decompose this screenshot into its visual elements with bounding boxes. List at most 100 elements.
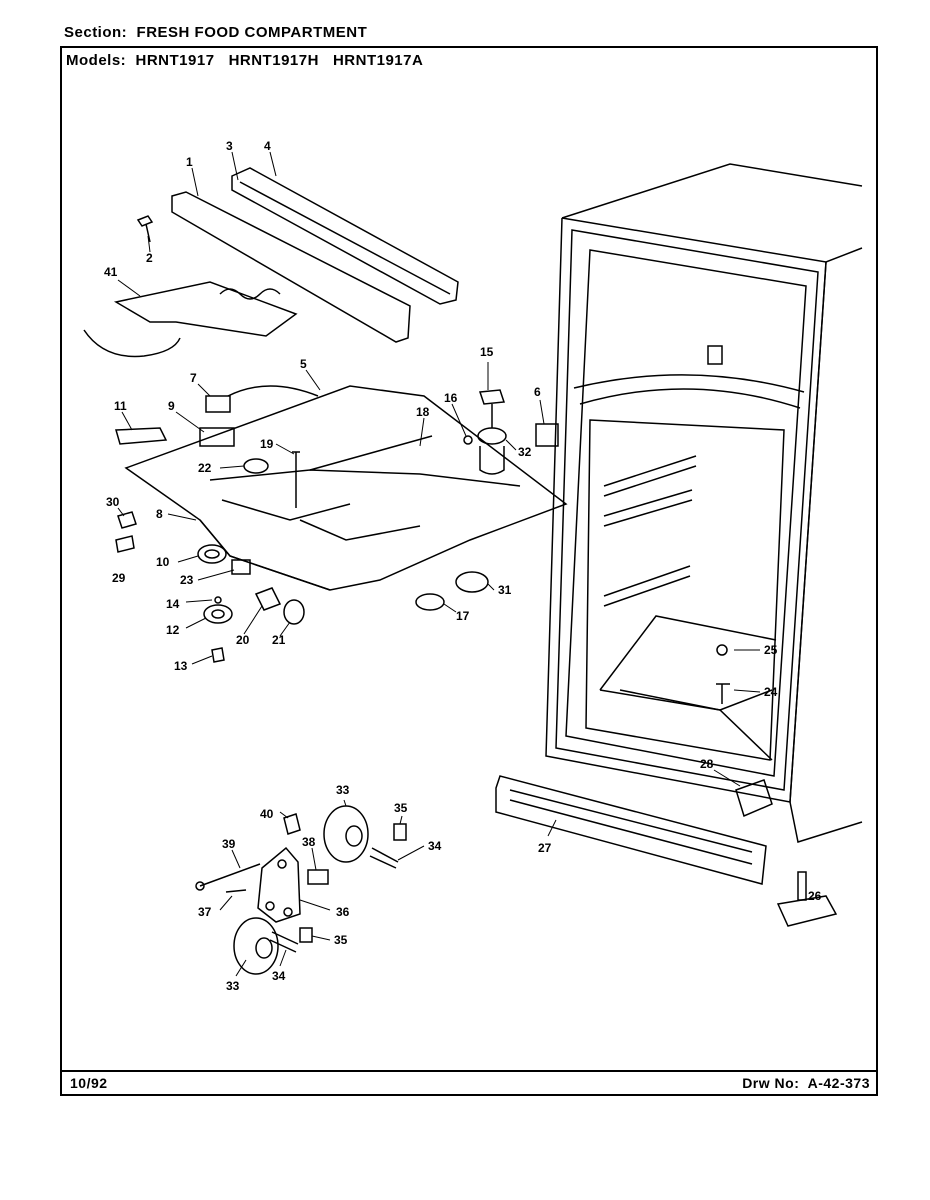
part-roller-33	[233, 917, 279, 975]
drawing-date: 10/92	[70, 1075, 108, 1091]
callout-label: 16	[444, 391, 458, 405]
callout-label: 15	[480, 345, 494, 359]
part-disc-31	[455, 571, 489, 593]
callout-label: 39	[222, 837, 236, 851]
section-title: Section: FRESH FOOD COMPARTMENT	[64, 24, 367, 41]
callout-label: 9	[168, 399, 175, 413]
part-rail-1	[171, 191, 411, 343]
section-value: FRESH FOOD COMPARTMENT	[136, 24, 368, 41]
callout-label: 21	[272, 633, 286, 647]
callout-label: 10	[156, 555, 170, 569]
part-socket-20	[254, 587, 282, 611]
part-screw-24	[716, 683, 730, 704]
callout-label: 7	[190, 371, 197, 385]
drawing-number: Drw No: A-42-373	[742, 1075, 870, 1091]
callout-label: 31	[498, 583, 512, 597]
part-clip-35	[393, 823, 407, 841]
drawing-frame	[60, 46, 878, 1096]
callout-label: 26	[808, 889, 822, 903]
callout-label: 41	[104, 265, 118, 279]
callout-label: 29	[112, 571, 126, 585]
callout-label: 34	[272, 969, 286, 983]
part-grommet-14	[214, 596, 222, 604]
callout-label: 35	[394, 801, 408, 815]
callout-label: 13	[174, 659, 188, 673]
part-axle-34	[369, 847, 399, 869]
drawing-number-label: Drw No:	[742, 1075, 800, 1091]
part-plate-11	[115, 427, 168, 445]
part-clip-29	[115, 535, 135, 553]
callout-label: 33	[226, 979, 240, 993]
callout-label: 2	[146, 251, 153, 265]
model-number: HRNT1917	[135, 52, 215, 69]
callout-label: 3	[226, 139, 233, 153]
callout-label: 20	[236, 633, 250, 647]
part-pin-37	[225, 889, 247, 893]
part-channel-3	[231, 167, 459, 305]
callout-label: 23	[180, 573, 194, 587]
callout-label: 12	[166, 623, 180, 637]
callout-label: 8	[156, 507, 163, 521]
part-clip-38	[307, 869, 329, 885]
part-knob-22	[243, 458, 269, 474]
callout-label: 1	[186, 155, 193, 169]
callout-label: 14	[166, 597, 180, 611]
part-knob-32	[477, 427, 507, 445]
callout-label: 27	[538, 841, 552, 855]
drawing-number-value: A-42-373	[807, 1075, 870, 1091]
callout-label: 4	[264, 139, 271, 153]
callout-label: 28	[700, 757, 714, 771]
callout-label: 5	[300, 357, 307, 371]
callout-label: 38	[302, 835, 316, 849]
part-screw-13	[211, 647, 225, 663]
callout-label: 37	[198, 905, 212, 919]
section-label: Section:	[64, 24, 128, 41]
models-label: Models:	[66, 52, 127, 69]
callout-label: 32	[518, 445, 532, 459]
part-heater-41	[113, 281, 298, 337]
model-number: HRNT1917A	[332, 52, 424, 69]
part-bulb-21	[283, 599, 305, 625]
callout-label: 24	[764, 685, 778, 699]
callout-label: 22	[198, 461, 212, 475]
callout-label: 19	[260, 437, 274, 451]
part-clip-25	[716, 644, 728, 656]
part-screw-2	[136, 215, 154, 243]
callout-label: 36	[336, 905, 350, 919]
callout-label: 34	[428, 839, 442, 853]
part-bracket-23	[231, 559, 251, 575]
callout-label: 40	[260, 807, 274, 821]
callout-label: 35	[334, 933, 348, 947]
callout-label: 33	[336, 783, 350, 797]
callout-label: 18	[416, 405, 430, 419]
part-leveler-26	[797, 871, 807, 901]
part-clip-28	[735, 779, 773, 818]
part-ring-10	[197, 544, 227, 564]
part-socket-12	[203, 604, 233, 624]
part-tray-5	[124, 385, 568, 591]
part-axle-34	[269, 931, 299, 953]
cabinet-body	[561, 163, 863, 219]
callout-label: 17	[456, 609, 470, 623]
callout-label: 6	[534, 385, 541, 399]
model-number: HRNT1917H	[228, 52, 319, 69]
part-screw-16	[463, 435, 473, 445]
part-bolt-39	[199, 863, 261, 887]
models-line: Models: HRNT1917 HRNT1917H HRNT1917A	[66, 52, 423, 69]
part-grille-27	[495, 775, 767, 885]
part-thermostat-7	[205, 395, 231, 413]
callout-label: 25	[764, 643, 778, 657]
part-cap-40	[283, 813, 301, 835]
part-clip-30	[117, 511, 137, 529]
callout-label: 11	[114, 399, 127, 413]
footer-divider	[60, 1070, 878, 1072]
part-ring-17	[415, 593, 445, 611]
part-screw-19	[292, 451, 300, 508]
part-bracket-6	[535, 423, 559, 447]
callout-label: 30	[106, 495, 120, 509]
part-bracket-36	[257, 846, 301, 923]
part-switch-15	[478, 389, 506, 405]
part-clip-35	[299, 927, 313, 943]
part-box-9	[199, 427, 235, 447]
